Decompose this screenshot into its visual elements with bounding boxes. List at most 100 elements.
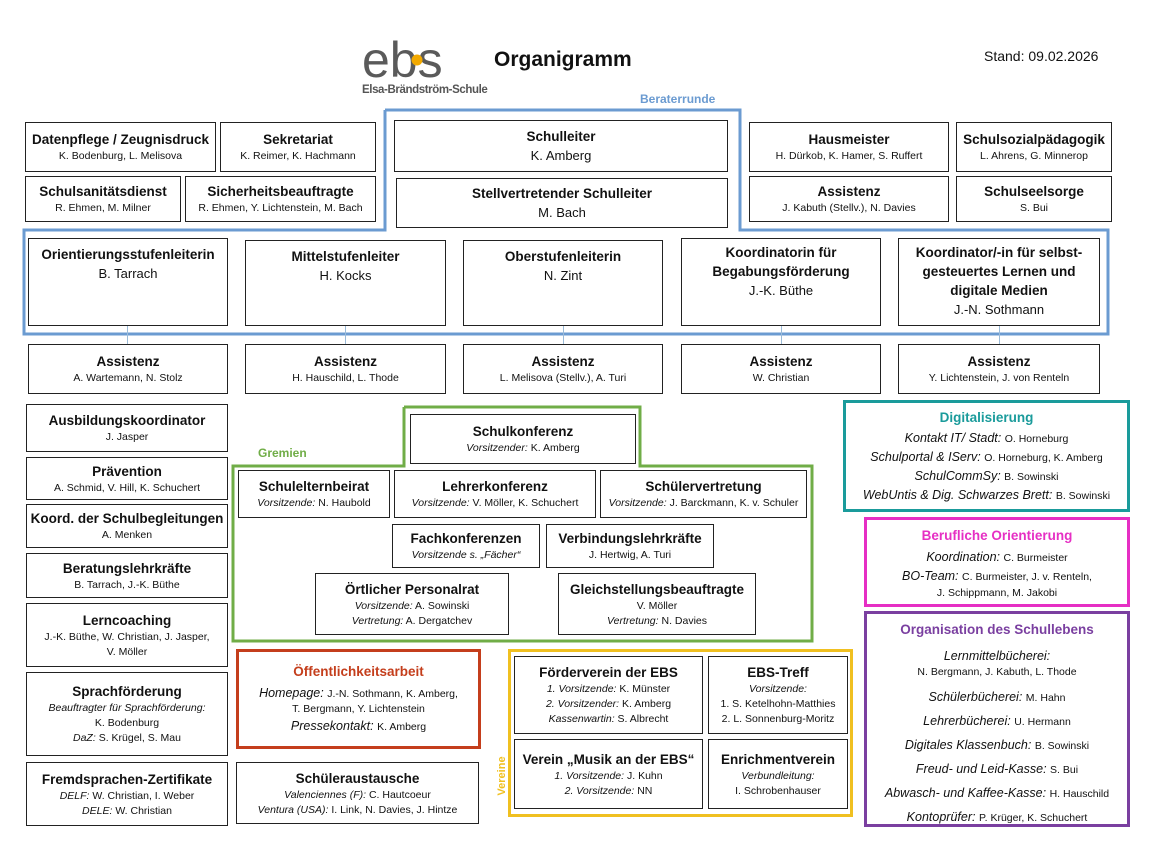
digitalisierung-title: Digitalisierung [939, 410, 1034, 425]
enrichment-sub: Verbundleitung: [741, 769, 815, 782]
assistenz-title: Assistenz [967, 354, 1031, 369]
assistenz-names: Y. Lichtenstein, J. von Renteln [928, 372, 1070, 384]
elternbeirat-names: N. Haubold [318, 497, 371, 509]
digi-label: Schulportal & IServ: [870, 450, 981, 464]
dele-names: W. Christian [115, 804, 172, 817]
assistenz-names: W. Christian [752, 372, 810, 384]
personalrat-label-2: Vertretung: [351, 614, 404, 627]
elternbeirat-box: Schulelternbeirat Vorsitzende: N. Haubol… [238, 470, 390, 518]
stufe-digital-box: Koordinator/-in für selbst- gesteuertes … [898, 238, 1100, 326]
homepage-row: Homepage: J.-N. Sothmann, K. Amberg, [259, 685, 458, 702]
sozial-title: Schulsozialpädagogik [963, 132, 1105, 147]
assistenz-names: L. Melisova (Stellv.), A. Turi [499, 372, 627, 384]
stufe-title: Mittelstufenleiter [291, 249, 400, 264]
lmb-label-row: Lernmittelbücherei: [944, 647, 1050, 665]
fremd-title: Fremdsprachen-Zertifikate [41, 771, 213, 787]
gleichstellung-names-2: N. Davies [661, 614, 707, 627]
connector-line [563, 326, 564, 344]
sanitaet-title: Schulsanitätsdienst [39, 184, 167, 199]
ebs-treff-box: EBS-Treff Vorsitzende: 1. S. Ketelhohn-M… [708, 656, 848, 734]
fachkonferenzen-box: Fachkonferenzen Vorsitzende s. „Fächer“ [392, 524, 540, 568]
schulleiter-names: K. Amberg [530, 147, 592, 163]
presse-label: Pressekontakt: [290, 719, 374, 733]
ausbildung-names: J. Jasper [105, 431, 149, 443]
organisation-box: Organisation des Schullebens Lernmittelb… [864, 611, 1130, 827]
gleichstellung-box: Gleichstellungsbeauftragte V. Möller Ver… [558, 573, 756, 635]
assistenz-box: Assistenz Y. Lichtenstein, J. von Rentel… [898, 344, 1100, 394]
org-row: Kontoprüfer: P. Krüger, K. Schuchert [907, 806, 1088, 830]
stellv-title: Stellvertretender Schulleiter [471, 185, 653, 201]
lehrerkonferenz-box: Lehrerkonferenz Vorsitzende: V. Möller, … [394, 470, 596, 518]
homepage-names-2: T. Bergmann, Y. Lichtenstein [292, 703, 425, 715]
stufe-title-1: Koordinatorin für [725, 245, 837, 260]
sozial-box: Schulsozialpädagogik L. Ahrens, G. Minne… [956, 122, 1112, 172]
lmb-label: Lernmittelbücherei: [943, 649, 1051, 663]
delf-names: W. Christian, I. Weber [92, 789, 195, 802]
stufe-names: J.-K. Büthe [748, 283, 814, 298]
daz-names: S. Krügel, S. Mau [98, 732, 181, 744]
digi-label: Kontakt IT/ Stadt: [904, 431, 1002, 445]
sicherheit-names: R. Ehmen, Y. Lichtenstein, M. Bach [198, 202, 363, 214]
ventura-label: Ventura (USA): [257, 803, 329, 816]
gremien-label: Gremien [258, 446, 307, 460]
begleitung-box: Koord. der Schulbegleitungen A. Menken [26, 504, 228, 548]
org-names: U. Hermann [1014, 716, 1071, 728]
stufe-title-2: Begabungsförderung [712, 264, 850, 279]
org-names: H. Hauschild [1049, 788, 1110, 800]
praevention-box: Prävention A. Schmid, V. Hill, K. Schuch… [26, 457, 228, 500]
schulkonferenz-row: Vorsitzender: K. Amberg [466, 441, 579, 456]
foerder-names-3: S. Albrecht [617, 713, 669, 725]
vereine-label: Vereine [496, 756, 508, 796]
hausmeister-title: Hausmeister [808, 132, 890, 147]
lehrerkonferenz-title: Lehrerkonferenz [442, 479, 548, 494]
schulkonferenz-names: K. Amberg [530, 442, 580, 454]
presse-names: K. Amberg [377, 721, 427, 733]
enrichment-box: Enrichmentverein Verbundleitung: I. Schr… [708, 739, 848, 809]
org-label: Lehrerbücherei: [923, 714, 1011, 728]
berufliche-box: Berufliche Orientierung Koordination: C.… [864, 517, 1130, 607]
assistenz-box: Assistenz L. Melisova (Stellv.), A. Turi [463, 344, 663, 394]
schulleiter-title: Schulleiter [526, 128, 596, 144]
stufe-names: N. Zint [543, 268, 583, 283]
personalrat-label-1: Vorsitzende: [354, 599, 413, 612]
foerder-label-3: Kassenwartin: [548, 713, 615, 725]
stand-date: Stand: 09.02.2026 [984, 48, 1099, 64]
schulkonferenz-label: Vorsitzender: [466, 442, 528, 454]
elternbeirat-title: Schulelternbeirat [258, 479, 370, 494]
organisation-title: Organisation des Schullebens [900, 622, 1094, 637]
musik-label-1: 1. Vorsitzende: [554, 769, 625, 782]
stufe-title-3: digitale Medien [950, 283, 1048, 298]
schuelervertretung-names: J. Barckmann, K. v. Schuler [669, 497, 799, 509]
lerncoaching-box: Lerncoaching J.-K. Büthe, W. Christian, … [26, 603, 228, 667]
assistenz-haus-names: J. Kabuth (Stellv.), N. Davies [782, 202, 916, 214]
praevention-title: Prävention [92, 463, 162, 479]
fachkonferenzen-sub: Vorsitzende s. „Fächer“ [411, 549, 521, 561]
foerder-names-1: K. Münster [619, 683, 671, 695]
connector-line [781, 326, 782, 344]
presse-row: Pressekontakt: K. Amberg [291, 717, 426, 736]
stufe-title-1: Koordinator/-in für selbst- [915, 245, 1083, 260]
sicherheit-box: Sicherheitsbeauftragte R. Ehmen, Y. Lich… [185, 176, 376, 222]
foerder-names-2: K. Amberg [622, 698, 672, 710]
verbindung-names: J. Hertwig, A. Turi [588, 549, 672, 561]
logo-subtitle: Elsa-Brändström-Schule [362, 84, 488, 96]
digi-names: B. Sowinski [1004, 471, 1059, 483]
lehrerkonferenz-names: V. Möller, K. Schuchert [472, 497, 579, 509]
bo-koord-label: Koordination: [926, 550, 1000, 564]
personalrat-title: Örtlicher Personalrat [344, 581, 480, 597]
connector-line [345, 326, 346, 344]
stellv-box: Stellvertretender Schulleiter M. Bach [396, 178, 728, 228]
stufe-ober-box: Oberstufenleiterin N. Zint [463, 240, 663, 326]
valenciennes-names: C. Hautcoeur [368, 788, 431, 801]
musik-label-2: 2. Vorsitzende: [564, 784, 635, 797]
lerncoaching-names-2: V. Möller [106, 645, 148, 658]
dele-row: DELE: W. Christian [82, 804, 172, 819]
assistenz-box: Assistenz A. Wartemann, N. Stolz [28, 344, 228, 394]
sekretariat-title: Sekretariat [263, 132, 333, 147]
musik-row-2: 2. Vorsitzende: NN [565, 784, 653, 799]
stufe-names: H. Kocks [319, 268, 372, 283]
sprach-box: Sprachförderung Beauftragter für Sprachf… [26, 672, 228, 756]
oeffentlichkeit-box: Öffentlichkeitsarbeit Homepage: J.-N. So… [236, 649, 481, 749]
personalrat-names-2: A. Dergatchev [405, 614, 473, 627]
gleichstellung-row: Vertretung: N. Davies [607, 614, 707, 629]
